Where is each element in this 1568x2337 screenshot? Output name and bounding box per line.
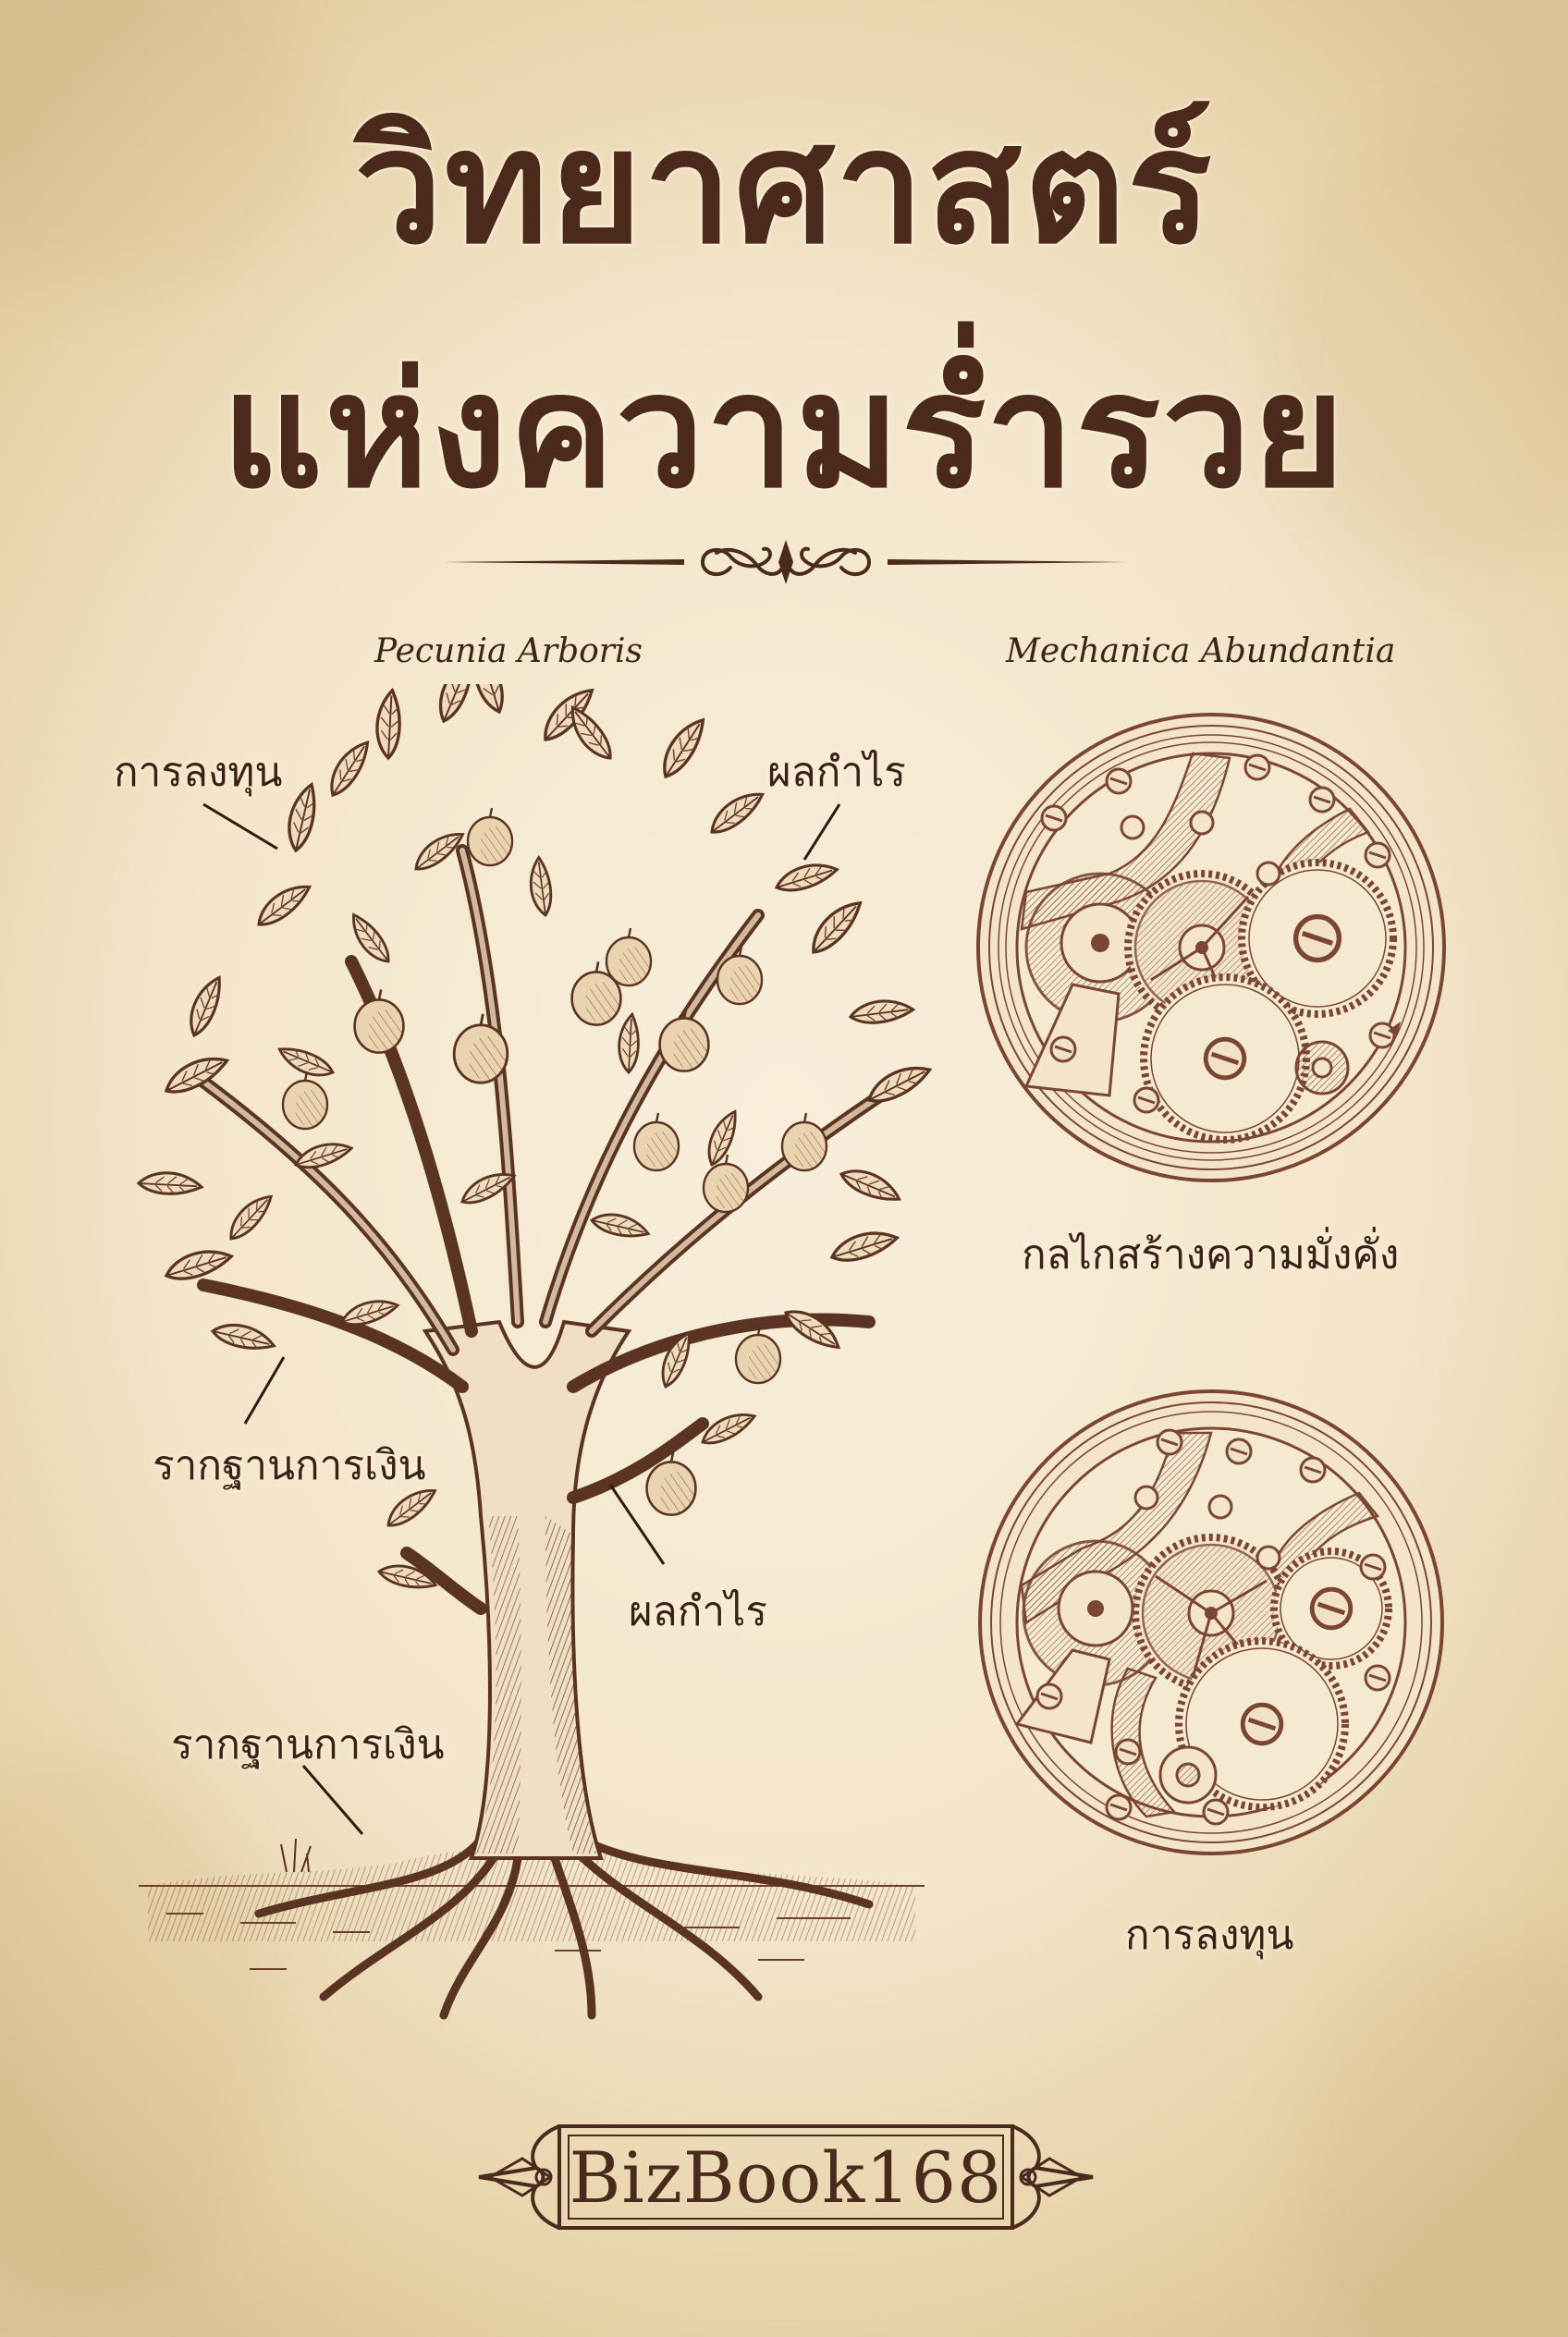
watch-movement-icon	[976, 713, 1446, 1182]
ornate-frame-icon	[478, 2124, 1094, 2230]
tree-label-financial-foundation-bottom: รากฐานการเงิน	[171, 1721, 445, 1768]
tree-label-financial-foundation-mid: รากฐานการเงิน	[153, 1442, 426, 1489]
left-latin-caption: Pecunia Arboris	[374, 632, 643, 670]
title-line-2: แห่งความร่ำรวย	[221, 340, 1347, 523]
paper-stain	[1294, 1941, 1568, 2337]
tree-label-profit-bottom: ผลกำไร	[629, 1588, 767, 1635]
tree-label-investment: การลงทุน	[114, 749, 283, 796]
right-latin-caption: Mechanica Abundantia	[1006, 632, 1396, 670]
ornamental-divider-icon	[444, 540, 1128, 584]
title-line-1: วิทยาศาสตร์	[354, 96, 1214, 279]
watch-caption-wealth-mechanism: กลไกสร้างความมั่งคั่ง	[1022, 1231, 1400, 1279]
publisher-logo: BizBook168	[472, 2117, 1100, 2237]
watch-movement-icon	[978, 1389, 1444, 1855]
paper-stain	[1276, 111, 1568, 573]
watch-caption-investment: การลงทุน	[1125, 1912, 1294, 1959]
publisher-name: BizBook168	[569, 2135, 1003, 2219]
tree-label-profit-top: ผลกำไร	[767, 749, 906, 796]
money-tree-icon	[136, 684, 937, 2020]
